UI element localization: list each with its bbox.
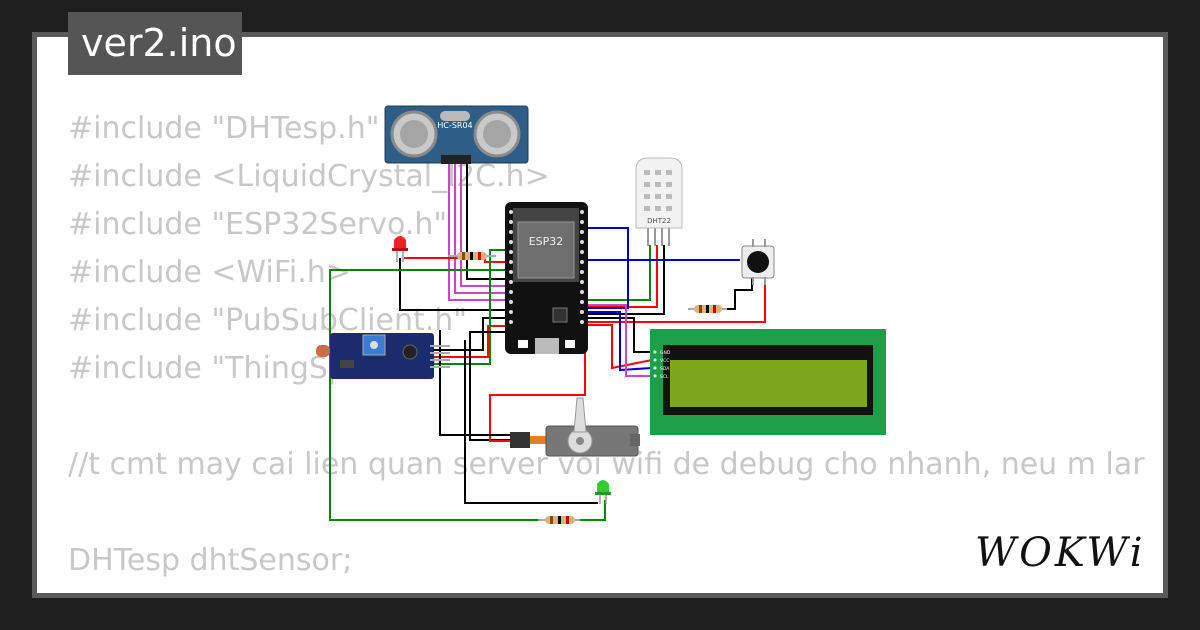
wire-servo-vcc — [489, 333, 586, 442]
led-red[interactable] — [392, 236, 408, 262]
wire-dht-vcc — [585, 245, 658, 308]
code-line: #include <WiFi.h> — [68, 255, 351, 290]
wire-lcd-gnd — [585, 317, 652, 353]
code-line: #include "DHTesp.h" — [68, 111, 380, 146]
wire-black-left — [439, 330, 510, 436]
wire-ldr-vcc — [430, 325, 510, 358]
ultrasonic-label: HC-SR04 — [437, 121, 472, 130]
code-line: #include "PubSubClient.h" — [68, 303, 468, 338]
lcd-pin-vcc: VCC — [660, 358, 669, 364]
esp32-board[interactable]: ESP32 — [505, 202, 588, 354]
code-line: #include "ESP32Servo.h" — [68, 207, 448, 242]
wire-button-vcc — [585, 278, 766, 323]
resistor-button — [688, 305, 727, 313]
dht22-label: DHT22 — [647, 217, 671, 225]
wire-ldr-gnd — [430, 317, 510, 351]
wire-green-led-gnd — [464, 340, 598, 504]
lcd-pin-gnd: GND — [660, 350, 671, 356]
led-green[interactable] — [595, 480, 611, 504]
lcd-display[interactable]: GND VCC SDA SCL — [650, 329, 886, 435]
wire-led-red-gnd — [399, 258, 510, 311]
servo-motor[interactable] — [510, 397, 640, 457]
pushbutton[interactable] — [741, 239, 775, 285]
code-preview: #include "DHTesp.h" #include <LiquidCryst… — [68, 105, 1145, 593]
wire-button-res — [725, 278, 753, 310]
esp32-label: ESP32 — [529, 235, 564, 248]
wire-ldr-ao — [430, 249, 510, 365]
wire-us-trig — [454, 163, 510, 294]
wire-dht-data — [585, 245, 651, 301]
wire-us-gnd — [466, 163, 510, 280]
code-line: //t cmt may cai lien quan server voi wif… — [68, 447, 1145, 482]
project-title: ver2.ino — [68, 12, 242, 75]
code-line: DHTesp dhtSensor; — [68, 543, 353, 578]
wire-lcd-vcc — [585, 324, 653, 370]
wire-led-red — [404, 257, 510, 263]
code-line: #include <LiquidCrystal_I2C.h> — [68, 159, 550, 194]
ldr-module[interactable] — [316, 333, 450, 379]
lcd-pin-scl: SCL — [660, 374, 669, 380]
dht22-sensor[interactable]: DHT22 — [635, 157, 683, 246]
wire-green-loop — [329, 269, 540, 521]
wire-blue-loop — [585, 227, 629, 309]
wire-us-echo — [460, 163, 510, 287]
resistor-red-led — [448, 252, 496, 260]
wire-lcd-scl — [585, 304, 652, 377]
lcd-pin-sda: SDA — [660, 366, 670, 372]
code-line: LiquidCrystal_I2C lcd(0x27, 16, 2); — [68, 585, 1145, 593]
wire-lcd-sda — [585, 311, 653, 372]
resistor-green-led — [538, 516, 580, 524]
wire-led-green — [577, 500, 606, 521]
wokwi-logo: WOKWi — [975, 530, 1146, 576]
wire-dht-gnd — [585, 245, 665, 315]
ultrasonic-sensor[interactable]: HC-SR04 — [384, 105, 529, 164]
